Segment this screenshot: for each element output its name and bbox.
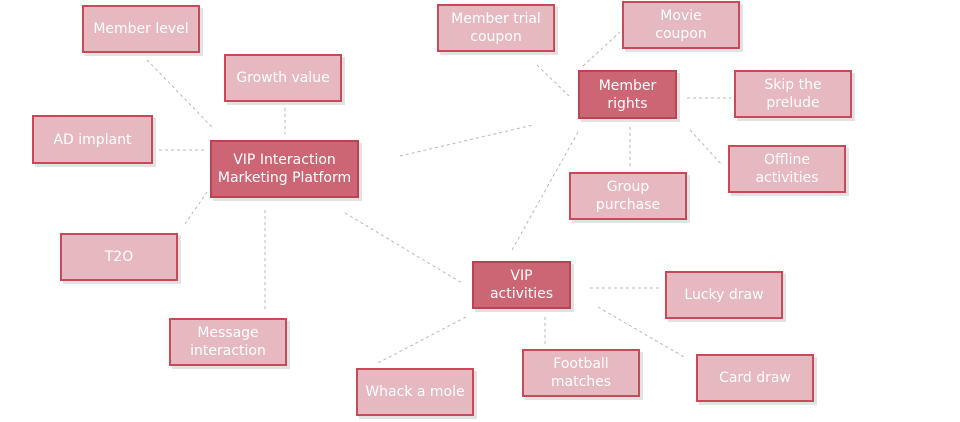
node-lucky-draw: Lucky draw [665,271,783,319]
node-label: Football matches [550,356,612,390]
connector-platform-t2o [184,191,208,225]
node-member-level: Member level [82,5,200,53]
node-label: Member trial coupon [451,11,541,45]
connector-platform-member-rights [399,124,534,157]
node-message-interaction: Message interaction [169,318,287,366]
node-label: Lucky draw [684,287,764,303]
node-label: VIP activities [489,268,554,302]
node-movie-coupon: Movie coupon [622,1,740,49]
node-vip-interaction-marketing-platform: VIP Interaction Marketing Platform [210,140,359,198]
node-label: Card draw [719,370,791,386]
node-label: Offline activities [755,152,819,186]
connector-activities-whack-mole [377,316,467,364]
connector-rights-trial-coupon [536,64,570,97]
node-label: Member level [93,21,189,37]
connector-platform-member-level [146,59,213,128]
node-label: Whack a mole [365,384,465,400]
node-label: Movie coupon [655,8,707,42]
node-offline-activities: Offline activities [728,145,846,193]
connector-activities-card-draw [597,306,685,358]
node-label: Message interaction [190,325,266,359]
connector-rights-offline [689,129,723,166]
node-label: Member rights [598,77,657,112]
node-label: Group purchase [595,179,661,213]
node-label: Skip the prelude [764,77,822,111]
node-member-trial-coupon: Member trial coupon [437,4,555,52]
node-label: AD implant [53,131,132,148]
node-label: T2O [104,249,134,265]
node-whack-a-mole: Whack a mole [356,368,474,416]
node-card-draw: Card draw [696,354,814,402]
node-skip-the-prelude: Skip the prelude [734,70,852,118]
node-t2o: T2O [60,233,178,281]
node-label: Growth value [236,70,330,86]
node-growth-value: Growth value [224,54,342,102]
node-member-rights: Member rights [578,70,677,119]
node-label: VIP Interaction Marketing Platform [217,152,352,186]
connector-rights-movie-coupon [582,31,621,67]
node-vip-activities: VIP activities [472,261,571,309]
node-group-purchase: Group purchase [569,172,687,220]
connector-rights-vip-activities [511,131,579,251]
node-ad-implant: AD implant [32,115,153,164]
connector-platform-vip-activities [344,212,463,284]
node-football-matches: Football matches [522,349,640,397]
